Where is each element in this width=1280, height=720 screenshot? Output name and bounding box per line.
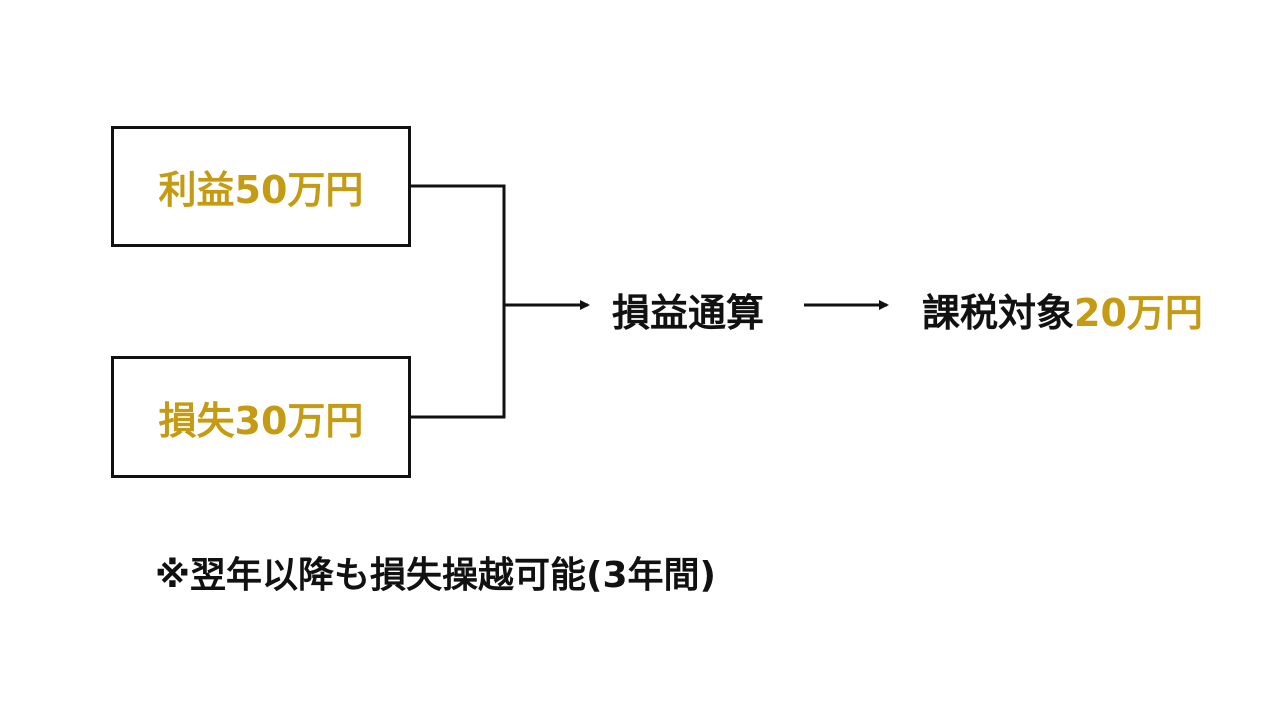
profit-label: 利益50万円 (158, 168, 364, 212)
taxable-amount: 20万円 (1074, 291, 1203, 335)
profit-box: 利益50万円 (111, 126, 411, 247)
loss-box: 損失30万円 (111, 356, 411, 478)
loss-label: 損失30万円 (158, 398, 364, 443)
profit-connector-line (411, 184, 506, 419)
offset-label: 損益通算 (612, 291, 765, 335)
carryover-note: ※翌年以降も損失操越可能(3年間) (155, 555, 716, 596)
taxable-prefix: 課税対象 (922, 291, 1075, 335)
taxable-result: 課税対象20万円 (922, 282, 1203, 337)
